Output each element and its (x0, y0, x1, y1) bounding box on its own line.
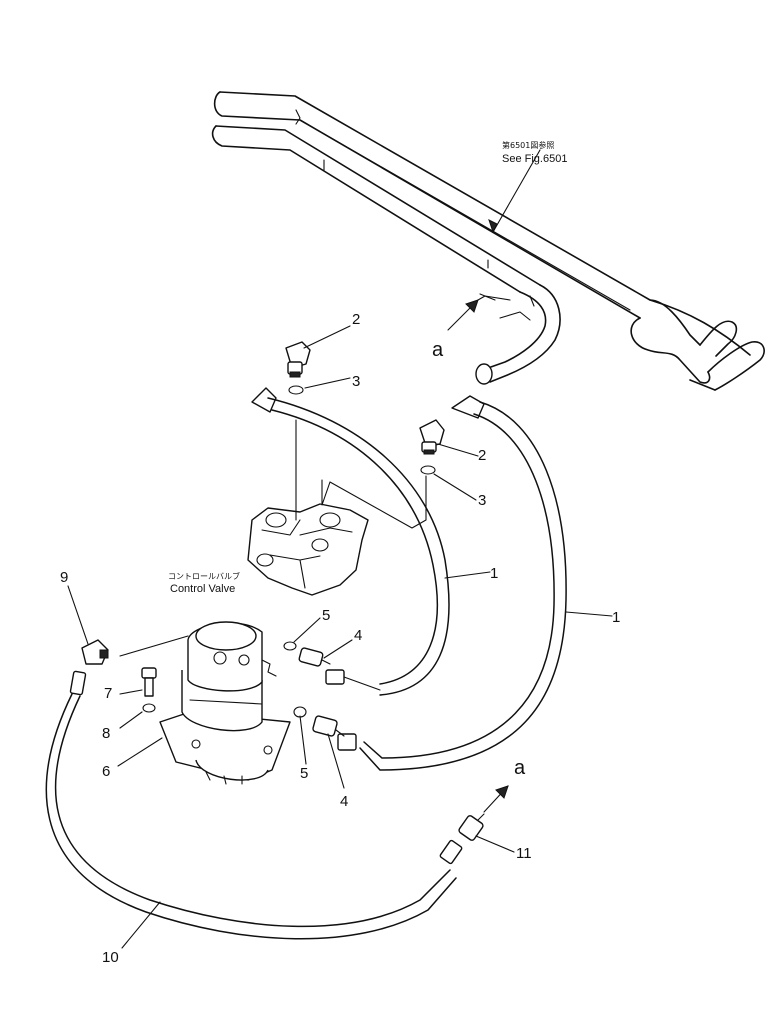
main-pipe-assembly (211, 91, 765, 391)
callout-7: 7 (104, 685, 112, 702)
callout-5-bottom: 5 (300, 765, 308, 782)
hose-1-inner-end-fitting (325, 669, 345, 685)
o-ring-5-top (283, 641, 297, 651)
reference-jp-text: 第6501図参照 (502, 140, 554, 150)
callout-1-outer: 1 (612, 609, 620, 626)
callout-2-right: 2 (478, 447, 486, 464)
callout-2-top: 2 (352, 311, 360, 328)
connector-11 (458, 813, 485, 841)
callout-3-top: 3 (352, 373, 360, 390)
callout-1-inner: 1 (490, 565, 498, 582)
callout-3-right: 3 (478, 492, 486, 509)
callout-8: 8 (102, 725, 110, 742)
hose-10 (45, 670, 463, 940)
view-arrow-bottom (483, 785, 509, 813)
bolt-7 (141, 667, 157, 697)
callout-4-top: 4 (354, 627, 362, 644)
o-ring-3-right (420, 465, 436, 475)
washer-8 (142, 703, 156, 713)
callout-11: 11 (516, 845, 532, 862)
connector-4-bottom (312, 715, 345, 737)
view-mark-bottom: a (514, 757, 526, 779)
view-arrow-top (447, 295, 511, 331)
hose-10-end-fitting (439, 839, 463, 865)
callout-4-bottom: 4 (340, 793, 348, 810)
reference-en-text: See Fig.6501 (502, 153, 567, 165)
elbow-fitting-2-right (419, 419, 445, 455)
view-mark-top: a (432, 339, 444, 361)
o-ring-3-top (288, 385, 304, 395)
connector-4-top (298, 647, 331, 667)
control-valve-jp-label: コントロールバルブ (168, 571, 240, 581)
callout-5-top: 5 (322, 607, 330, 624)
hose-1-inner (251, 387, 450, 696)
hose-1-outer (337, 395, 567, 771)
control-valve-en-label: Control Valve (170, 583, 235, 595)
elbow-fitting-9 (81, 639, 109, 665)
motor-assembly-6 (119, 621, 291, 785)
control-valve (247, 503, 369, 596)
callout-10: 10 (102, 949, 119, 966)
callout-9: 9 (60, 569, 68, 586)
callout-6: 6 (102, 763, 110, 780)
hose-1-outer-end-fitting (337, 733, 357, 751)
